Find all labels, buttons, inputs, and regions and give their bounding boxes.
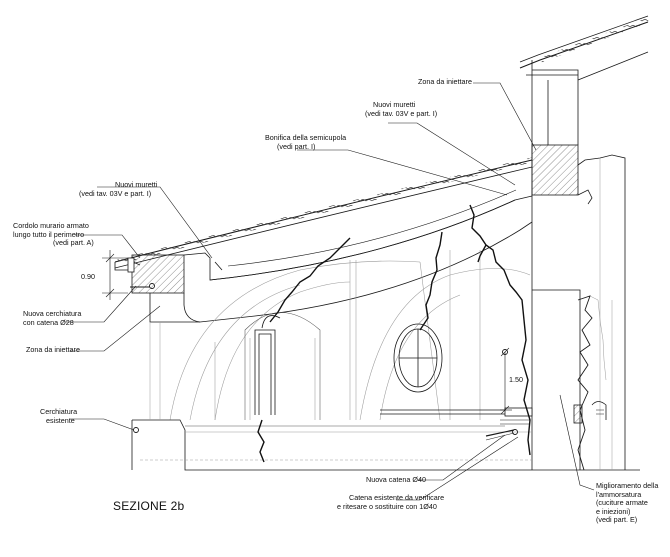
floor [131,322,533,471]
label-nuova-catena: Nuova catena Ø40 [366,475,426,484]
label-cerchiatura-esistente: Cerchiatura esistente [40,407,78,425]
vault-lines [169,250,531,421]
window-left [254,315,281,415]
section-title: SEZIONE 2b [113,499,185,513]
label-miglioramento: Miglioramento della l'ammorsatura (cucit… [596,481,659,525]
dimension-cordolo: 0.90 [81,272,95,281]
label-nuovi-muretti-left: Nuovi muretti (vedi tav. 03V e part. I) [79,180,158,198]
dimension-lines [102,250,512,415]
label-catena-esistente: Catena esistente da verificare e ritesar… [337,493,445,511]
label-bonifica: Bonifica della semicupola (vedi part. I) [265,133,347,151]
dimension-right: 1.50 [509,375,523,384]
semicupola-body [149,189,533,323]
label-nuovi-muretti-right: Nuovi muretti (vedi tav. 03V e part. I) [365,100,438,118]
anchors [130,283,518,441]
cracks [257,204,531,463]
label-zona-iniettare-top: Zona da iniettare [418,77,472,86]
label-nuova-cerchiatura: Nuova cerchiatura con catena Ø28 [23,309,82,327]
label-cordolo: Cordolo murario armato lungo tutto il pe… [13,221,94,248]
right-wall [519,15,649,471]
label-zona-iniettare-left: Zona da iniettare [26,345,80,354]
roof-slope [114,157,533,271]
oculus-window [380,323,520,415]
leader-lines [65,82,595,501]
